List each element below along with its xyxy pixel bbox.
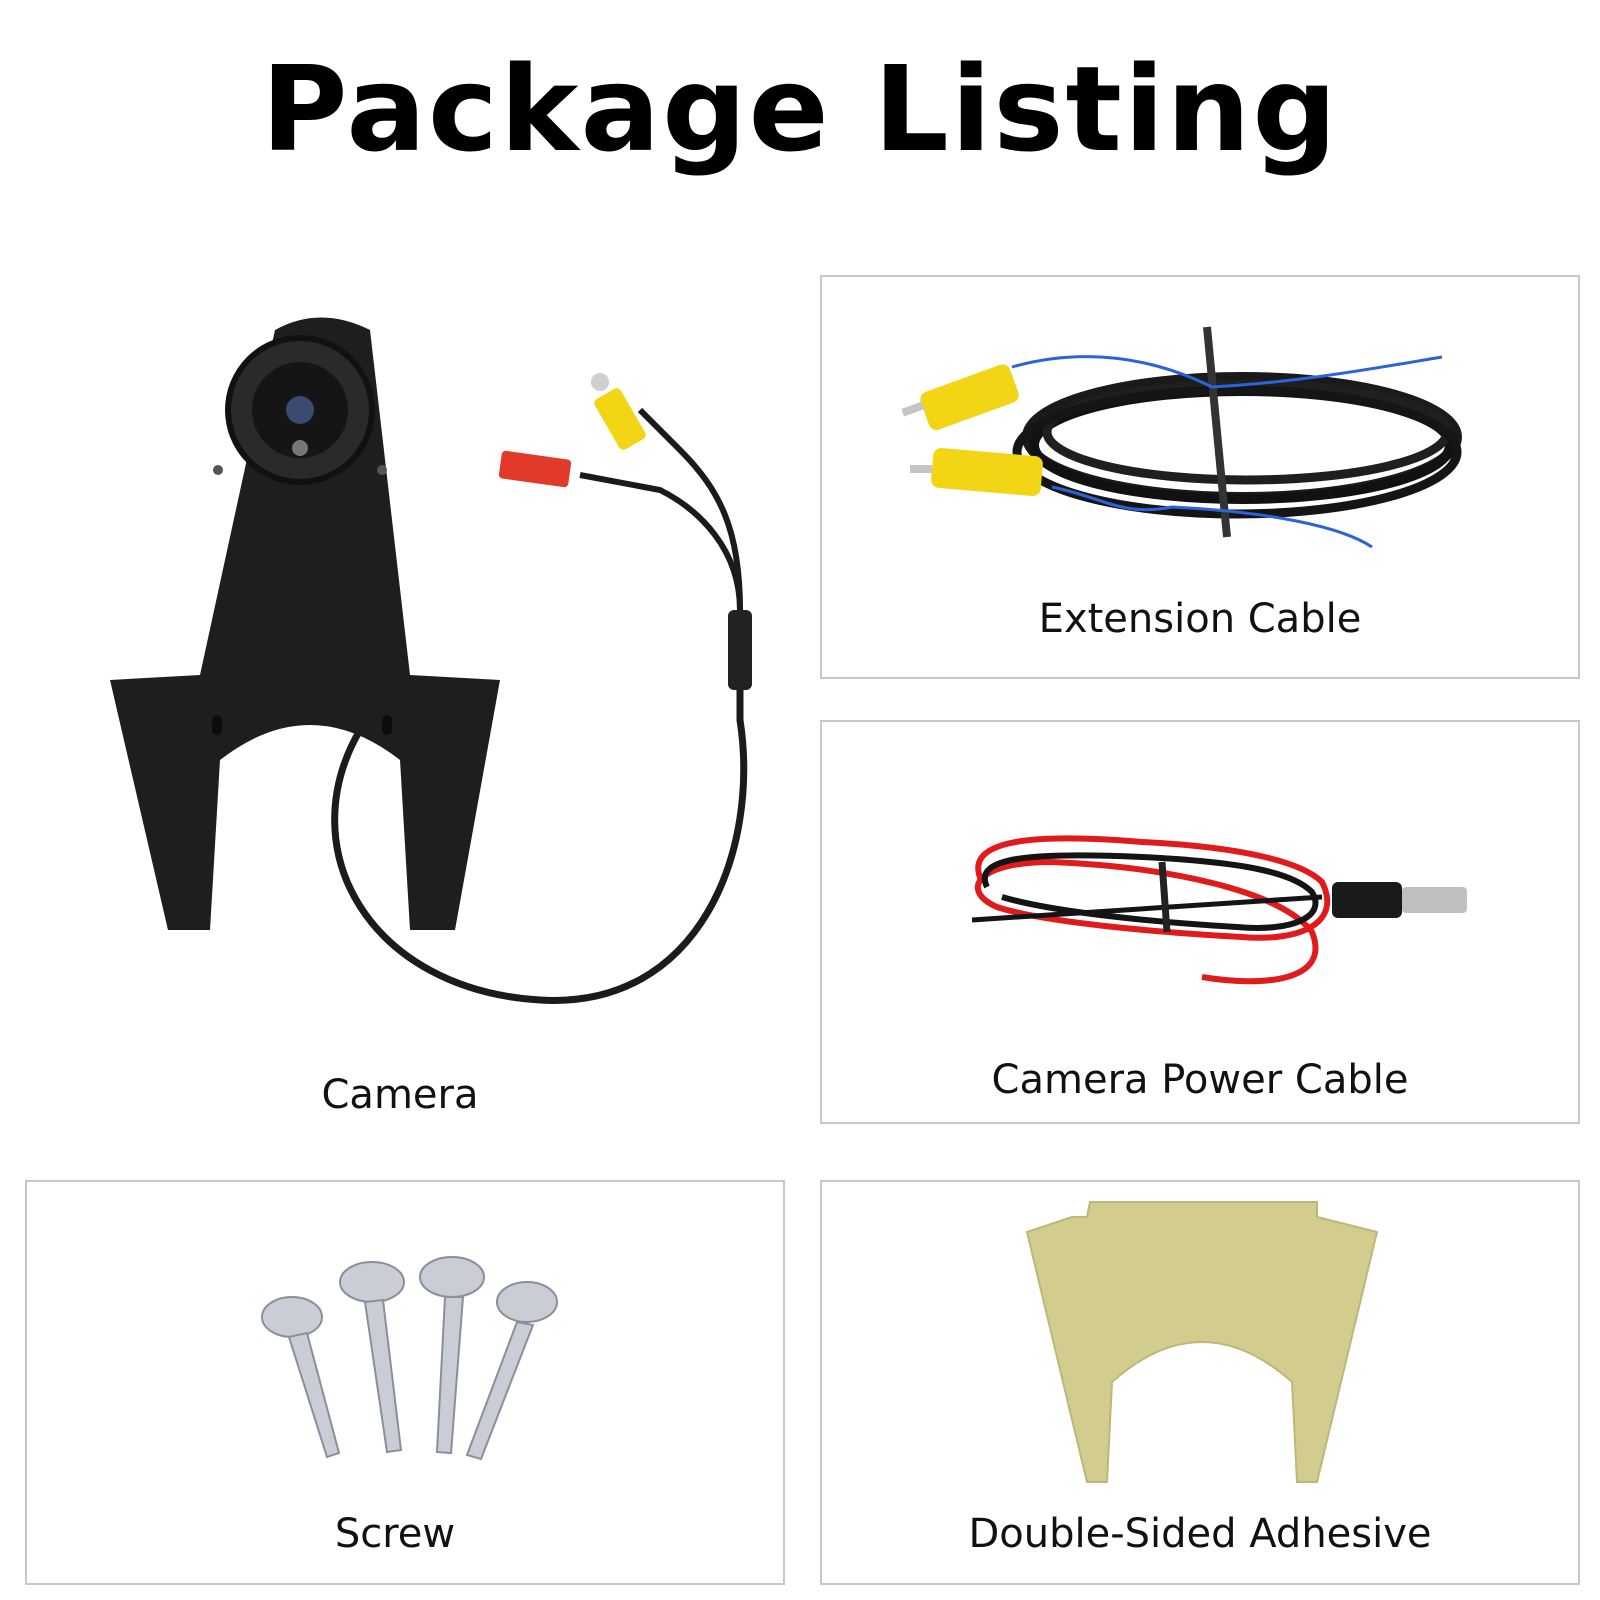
- camera-item: Camera: [60, 290, 780, 1150]
- camera-image: [110, 317, 752, 1004]
- extension-cable-label: Extension Cable: [1038, 596, 1362, 642]
- screw-image: [261, 1256, 558, 1461]
- adhesive-panel: Double-Sided Adhesive: [820, 1180, 1580, 1585]
- extension-cable-image: [901, 326, 1462, 549]
- page-title: Package Listing: [261, 40, 1339, 178]
- extension-cable-panel: Extension Cable: [820, 275, 1580, 679]
- power-cable-label: Camera Power Cable: [991, 1057, 1409, 1103]
- power-cable-image: [971, 835, 1467, 985]
- screw-label: Screw: [334, 1511, 456, 1557]
- camera-label: Camera: [321, 1072, 479, 1118]
- screw-panel: Screw: [25, 1180, 785, 1585]
- adhesive-image: [1025, 1201, 1379, 1483]
- adhesive-label: Double-Sided Adhesive: [968, 1511, 1432, 1557]
- power-cable-panel: Camera Power Cable: [820, 720, 1580, 1124]
